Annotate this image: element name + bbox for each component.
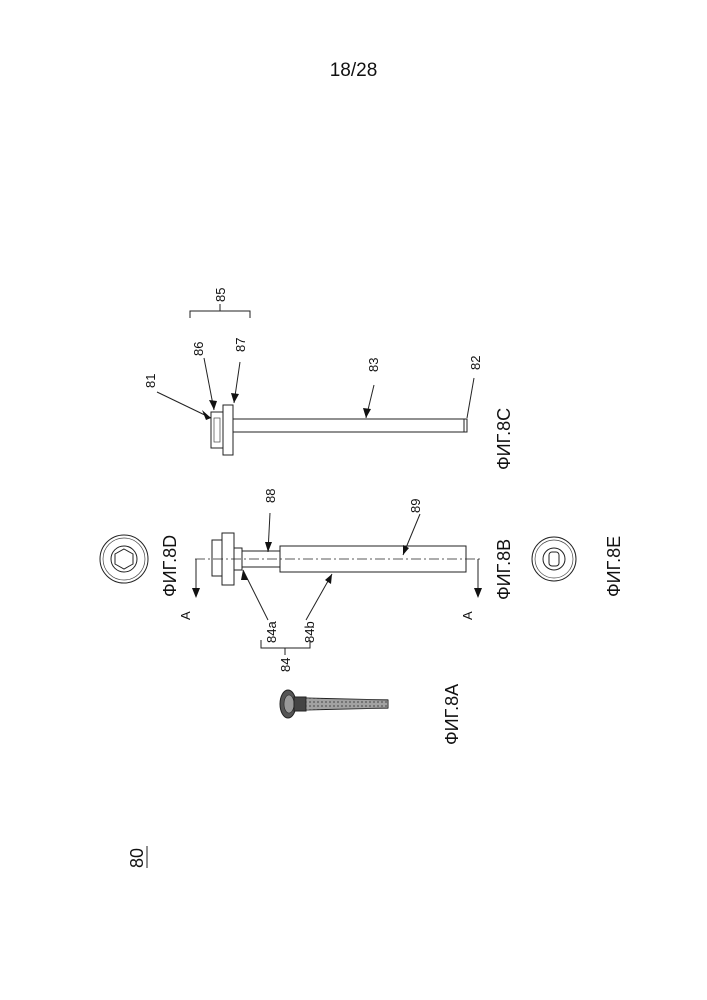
fig-8b-label: ФИГ.8B <box>494 539 514 600</box>
fig-8c-drawing <box>157 304 474 455</box>
ref-88: 88 <box>263 489 278 503</box>
ref-85: 85 <box>213 288 228 302</box>
fig-8d-label: ФИГ.8D <box>160 535 180 597</box>
ref-84b: 84b <box>302 621 317 643</box>
section-mark-a-right: A <box>460 611 475 620</box>
screw-flange-87 <box>223 405 233 455</box>
ref-84: 84 <box>278 658 293 672</box>
fig-8c-label: ФИГ.8C <box>494 408 514 470</box>
ref-80: 80 <box>127 848 147 868</box>
section-mark-a-left: A <box>178 611 193 620</box>
ref-83: 83 <box>366 358 381 372</box>
ref-81: 81 <box>143 374 158 388</box>
screw-shank-83 <box>233 419 467 432</box>
fig-8a-drawing <box>280 690 388 718</box>
fig-8b-drawing <box>192 513 482 655</box>
ref-86: 86 <box>191 342 206 356</box>
ref-87: 87 <box>233 338 248 352</box>
ref-89: 89 <box>408 499 423 513</box>
screw-head-81 <box>211 412 223 448</box>
fig-8d-drawing <box>100 535 148 583</box>
fig-8a-label: ФИГ.8A <box>442 684 462 745</box>
ref-82: 82 <box>468 356 483 370</box>
fig-8e-drawing <box>532 537 576 581</box>
fig-8e-label: ФИГ.8E <box>604 536 624 597</box>
ref-84a: 84a <box>264 621 279 643</box>
